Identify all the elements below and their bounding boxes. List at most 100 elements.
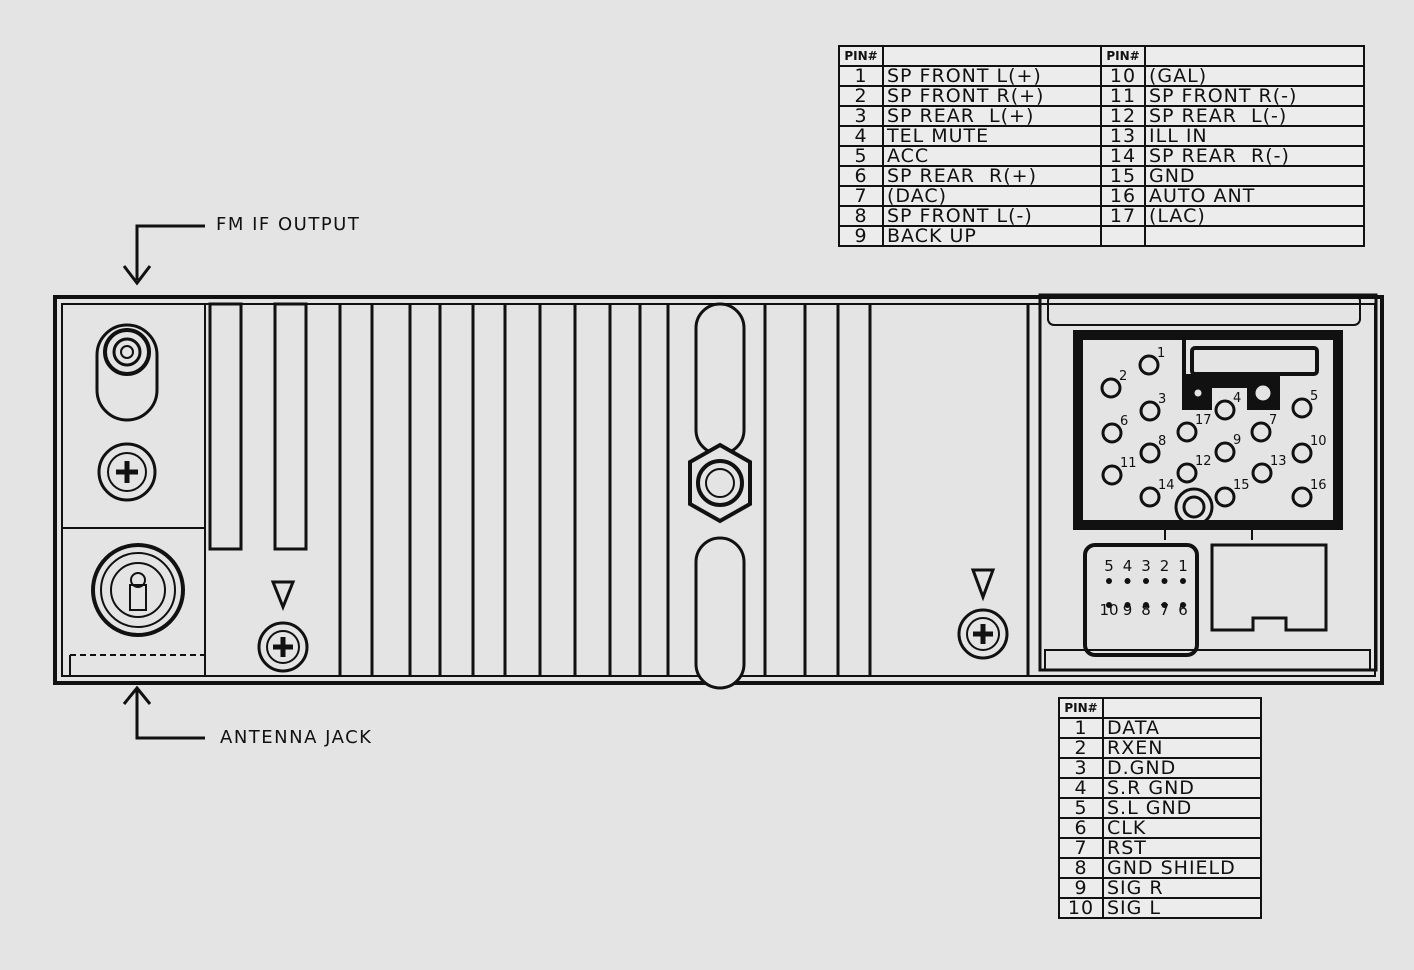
pin-number: 11 xyxy=(1100,85,1146,107)
pin-signal: SP REAR R(+) xyxy=(882,165,1102,187)
pin-number: 5 xyxy=(838,145,884,167)
signal-header xyxy=(1102,697,1262,719)
pin-number: 12 xyxy=(1100,105,1146,127)
pin-hole xyxy=(1250,421,1272,443)
pin-number: 3 xyxy=(838,105,884,127)
pin-signal: RST xyxy=(1102,837,1262,859)
pin-number: 5 xyxy=(1058,797,1104,819)
pin-number: 13 xyxy=(1100,125,1146,147)
pin-number: 14 xyxy=(1100,145,1146,167)
pin-number: 1 xyxy=(1058,717,1104,739)
pin-number: 7 xyxy=(1058,837,1104,859)
table-header-row: PIN# xyxy=(1058,697,1262,719)
pin-label: 5 xyxy=(1310,389,1318,404)
pin-header: PIN# xyxy=(1100,45,1146,67)
connector-10-pin xyxy=(1083,543,1199,657)
pin-signal: GND xyxy=(1144,165,1365,187)
pin-signal: RXEN xyxy=(1102,737,1262,759)
pin-label: 14 xyxy=(1158,478,1175,493)
pin-number: 10 xyxy=(1100,65,1146,87)
pin-number: 2 xyxy=(838,85,884,107)
pin-hole xyxy=(1214,441,1236,463)
pin-hole xyxy=(1139,442,1161,464)
pin-number: 17 xyxy=(1100,205,1146,227)
pin-label: 7 xyxy=(1160,601,1170,619)
pin-number: 7 xyxy=(838,185,884,207)
pin-label: 2 xyxy=(1119,369,1127,384)
pin-number xyxy=(1100,225,1146,247)
pin-label: 7 xyxy=(1269,413,1277,428)
pin-number: 9 xyxy=(838,225,884,247)
pin-signal: DATA xyxy=(1102,717,1262,739)
pin-hole xyxy=(1214,486,1236,508)
pin-hole xyxy=(1291,397,1313,419)
pin-signal: (LAC) xyxy=(1144,205,1365,227)
pin-dot xyxy=(1143,602,1149,608)
signal-header xyxy=(1144,45,1365,67)
pin-label: 17 xyxy=(1195,413,1212,428)
pin-number: 4 xyxy=(838,125,884,147)
pin-label: 3 xyxy=(1141,557,1151,575)
pin-hole xyxy=(1291,442,1313,464)
pin-signal: SP REAR L(-) xyxy=(1144,105,1365,127)
pin-label: 10 xyxy=(1310,434,1327,449)
pin-signal: GND SHIELD xyxy=(1102,857,1262,879)
connector-17-pin xyxy=(1073,330,1343,530)
pin-dot xyxy=(1161,602,1168,608)
hex-nut-icon xyxy=(688,442,752,524)
pin-label: 8 xyxy=(1158,434,1166,449)
pin-label: 4 xyxy=(1233,391,1241,406)
pin-number: 10 xyxy=(1058,897,1104,919)
fm-if-jack xyxy=(95,323,159,422)
pin-signal: ACC xyxy=(882,145,1102,167)
pin-dot xyxy=(1106,578,1112,584)
pin-hole xyxy=(1138,354,1160,376)
pin-signal: SIG L xyxy=(1102,897,1262,919)
pin-label: 5 xyxy=(1104,557,1114,575)
antenna-arrowhead xyxy=(122,685,152,705)
fm-if-arrow xyxy=(135,224,205,280)
pin-label: 15 xyxy=(1233,478,1250,493)
fm-if-arrowhead xyxy=(122,265,152,286)
pin-signal: CLK xyxy=(1102,817,1262,839)
pin-hole xyxy=(1139,486,1161,508)
pin-header: PIN# xyxy=(838,45,884,67)
pin-label: 1 xyxy=(1157,346,1165,361)
pin-hole xyxy=(1101,422,1123,444)
screw-icon-right xyxy=(957,568,1009,660)
pin-dot xyxy=(1143,578,1149,584)
center-slot-bottom xyxy=(694,536,746,690)
blank-connector xyxy=(1210,543,1328,632)
screw-icon-center xyxy=(257,580,309,673)
pin-signal: SP REAR R(-) xyxy=(1144,145,1365,167)
pin-dot xyxy=(1180,578,1186,584)
pin-dot xyxy=(1106,602,1112,608)
fm-if-output-label: FM IF OUTPUT xyxy=(216,214,361,235)
pin-number: 6 xyxy=(838,165,884,187)
pin-hole xyxy=(1251,462,1273,484)
antenna-jack-label: ANTENNA JACK xyxy=(220,727,373,748)
pin-label: 6 xyxy=(1120,414,1128,429)
pin-number: 8 xyxy=(838,205,884,227)
pin-signal: S.R GND xyxy=(1102,777,1262,799)
pin-signal: SP FRONT L(-) xyxy=(882,205,1102,227)
pin-label: 8 xyxy=(1141,601,1151,619)
screw-icon-left xyxy=(97,442,157,502)
antenna-jack xyxy=(91,543,185,637)
